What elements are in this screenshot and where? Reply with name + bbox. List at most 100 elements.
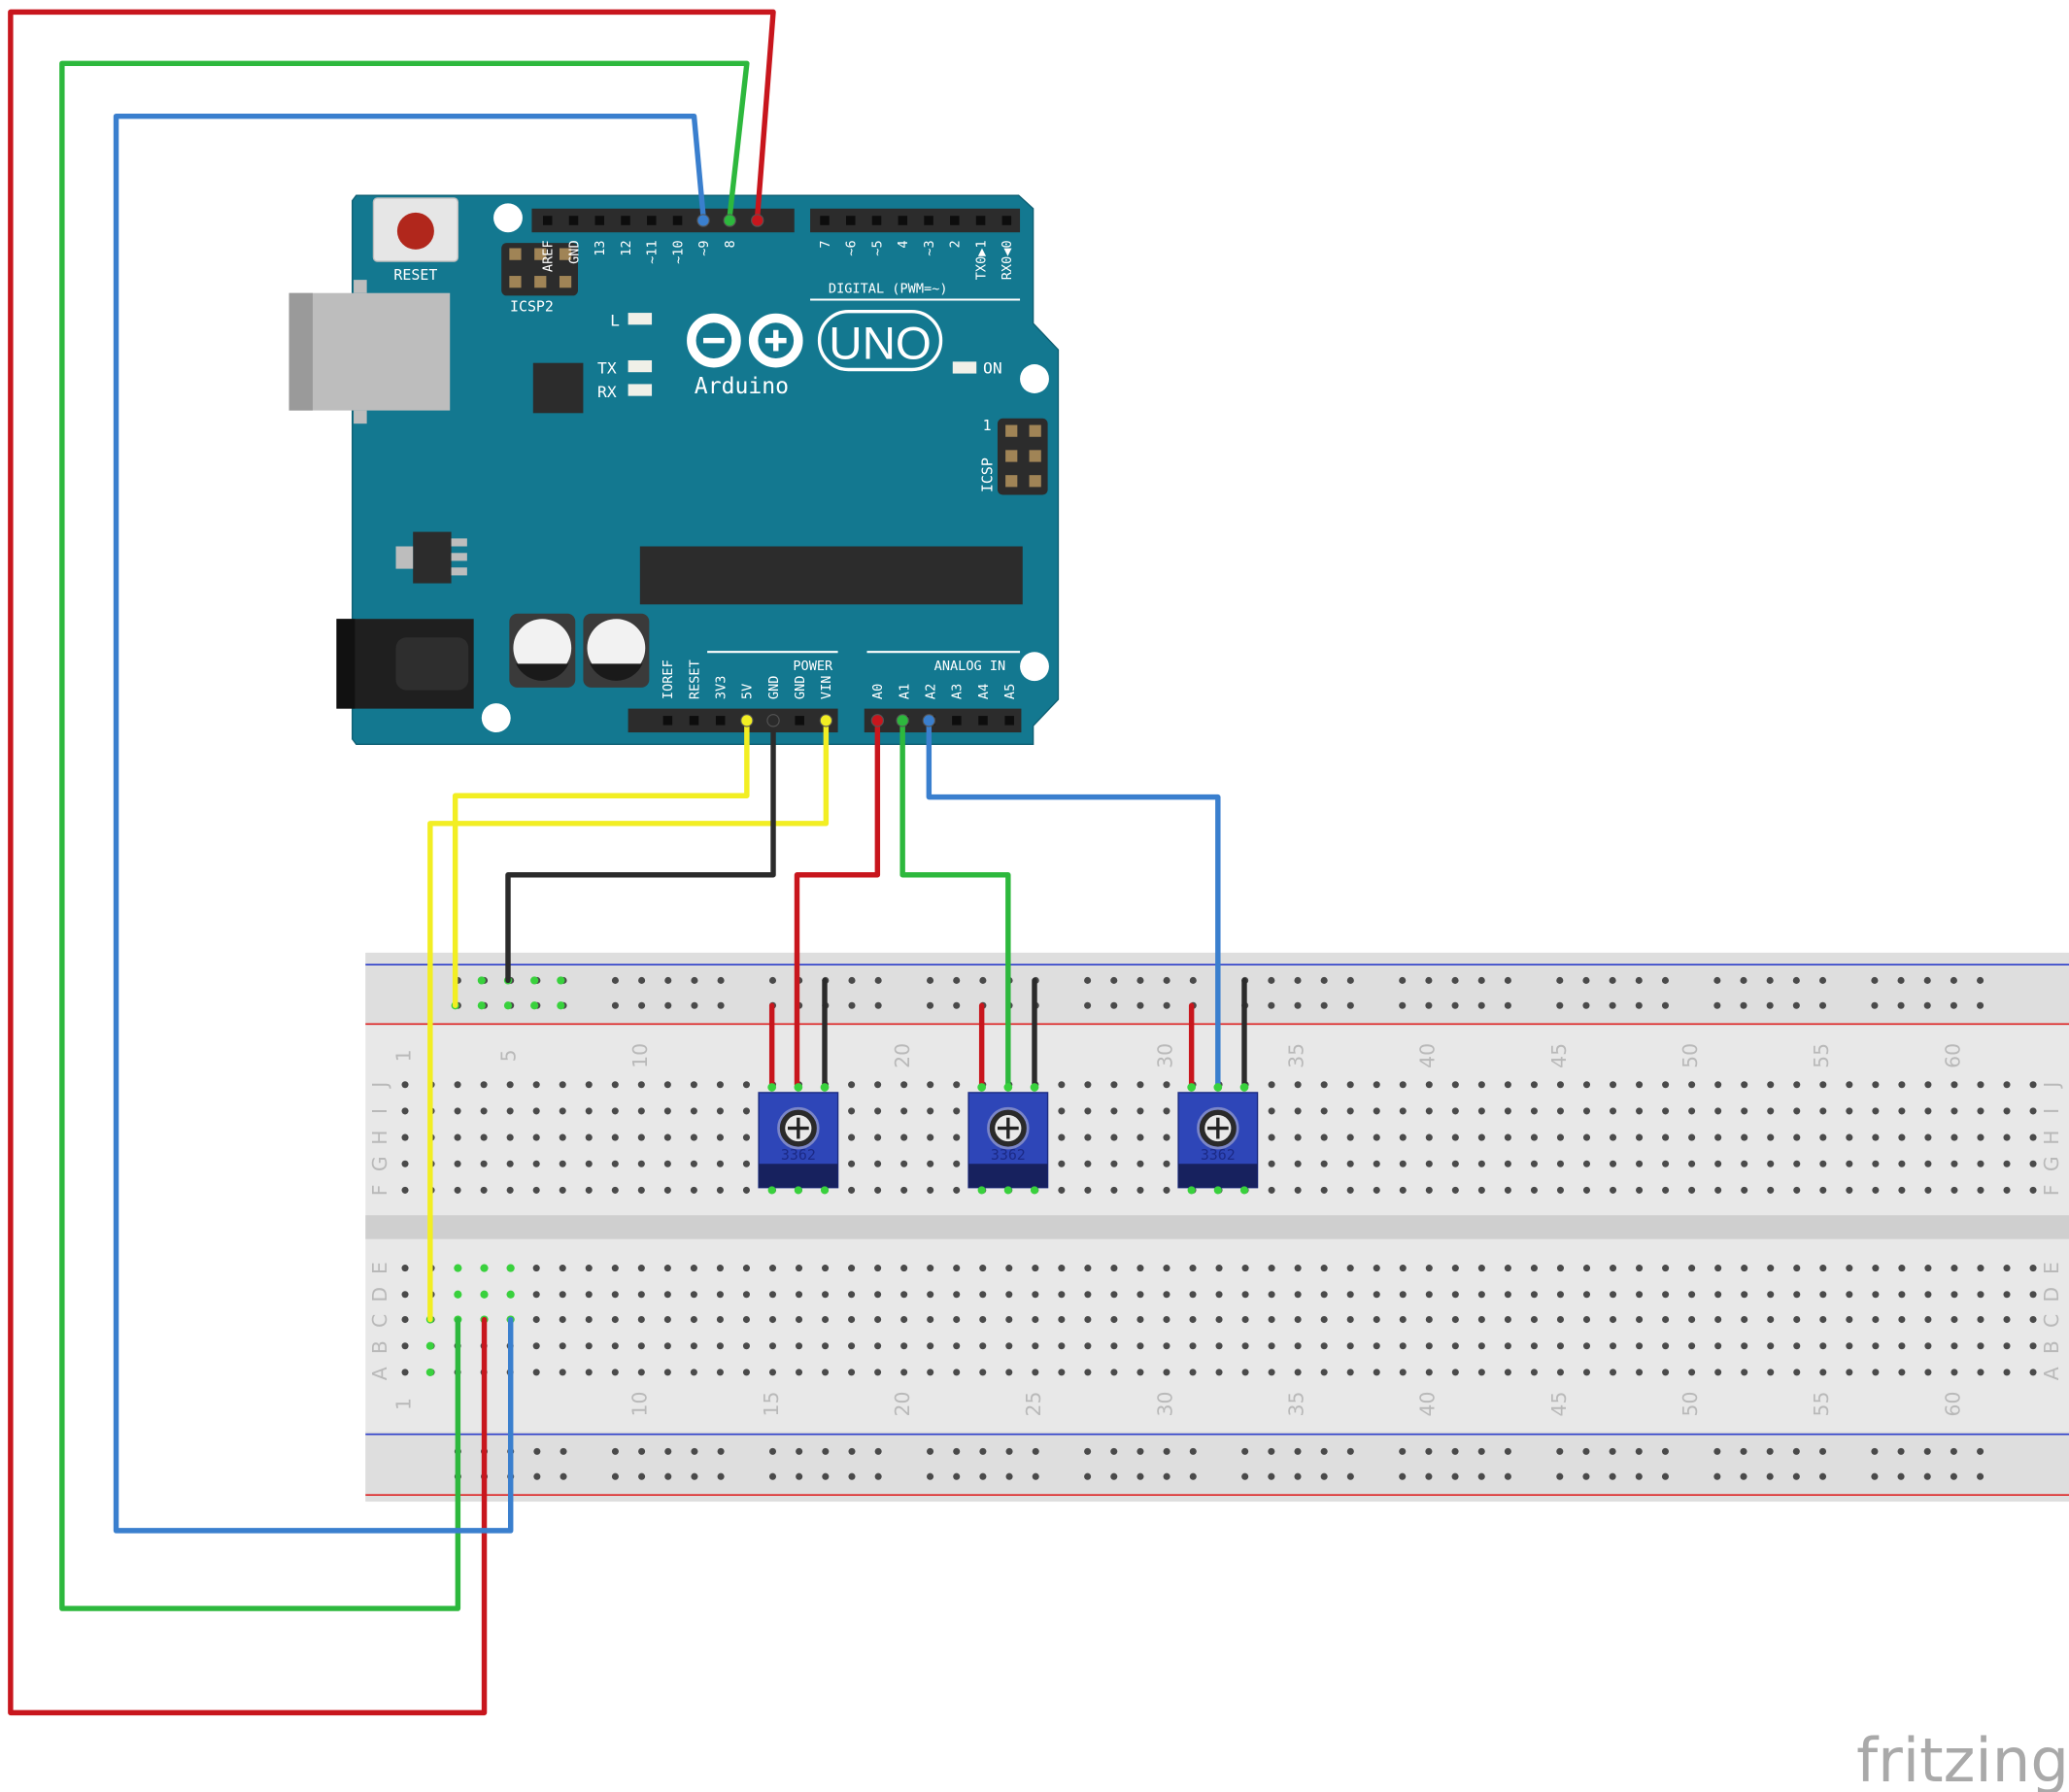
rail-hole[interactable]	[1268, 1001, 1275, 1009]
breadboard-hole[interactable]	[1793, 1160, 1801, 1167]
breadboard-hole[interactable]	[1636, 1316, 1644, 1324]
breadboard-hole[interactable]	[1294, 1107, 1302, 1115]
breadboard-hole[interactable]	[716, 1316, 724, 1324]
breadboard-hole[interactable]	[1058, 1107, 1066, 1115]
rail-hole[interactable]	[1950, 1001, 1957, 1009]
breadboard-hole[interactable]	[1530, 1291, 1538, 1299]
rail-hole[interactable]	[717, 1472, 725, 1480]
breadboard-hole[interactable]	[1110, 1160, 1118, 1167]
breadboard-hole[interactable]	[1451, 1107, 1459, 1115]
breadboard-hole[interactable]	[1504, 1081, 1511, 1089]
breadboard-hole[interactable]	[663, 1186, 671, 1194]
breadboard-hole[interactable]	[1320, 1342, 1328, 1350]
breadboard-hole[interactable]	[1688, 1342, 1696, 1350]
breadboard-hole[interactable]	[1294, 1316, 1302, 1324]
breadboard-hole[interactable]	[506, 1081, 514, 1089]
breadboard-hole[interactable]	[1294, 1160, 1302, 1167]
header-pin[interactable]	[647, 216, 657, 225]
breadboard-hole[interactable]	[1924, 1107, 1932, 1115]
breadboard-hole[interactable]	[1320, 1133, 1328, 1141]
rail-hole[interactable]	[1740, 1472, 1747, 1480]
breadboard-hole[interactable]	[1582, 1316, 1591, 1324]
breadboard-hole[interactable]	[1741, 1107, 1748, 1115]
breadboard-hole[interactable]	[559, 1342, 566, 1350]
rail-hole[interactable]	[611, 1447, 619, 1455]
rail-hole[interactable]	[1399, 1472, 1407, 1480]
breadboard-hole[interactable]	[1846, 1342, 1853, 1350]
breadboard-hole[interactable]	[611, 1133, 619, 1141]
breadboard-hole[interactable]	[1662, 1186, 1670, 1194]
rail-hole[interactable]	[1294, 976, 1302, 984]
breadboard-hole[interactable]	[2003, 1265, 2011, 1272]
breadboard-hole[interactable]	[1609, 1107, 1617, 1115]
breadboard-hole[interactable]	[401, 1133, 409, 1141]
breadboard-hole[interactable]	[1136, 1160, 1144, 1167]
breadboard-hole[interactable]	[1714, 1160, 1722, 1167]
breadboard-hole[interactable]	[559, 1369, 566, 1376]
breadboard-hole[interactable]	[1688, 1265, 1696, 1272]
header-pin[interactable]	[672, 216, 683, 225]
breadboard-hole[interactable]	[1136, 1133, 1144, 1141]
breadboard-hole[interactable]	[1793, 1342, 1801, 1350]
breadboard-hole[interactable]	[1032, 1291, 1039, 1299]
breadboard-hole[interactable]	[1163, 1160, 1170, 1167]
breadboard-hole[interactable]	[1005, 1342, 1013, 1350]
breadboard-hole[interactable]	[1977, 1316, 1984, 1324]
breadboard-hole[interactable]	[1504, 1133, 1511, 1141]
breadboard-hole[interactable]	[2029, 1369, 2037, 1376]
breadboard-hole[interactable]	[2029, 1342, 2037, 1350]
breadboard-hole[interactable]	[822, 1265, 830, 1272]
wire-black-gnd[interactable]	[505, 716, 776, 984]
breadboard-hole[interactable]	[1110, 1081, 1118, 1089]
breadboard-hole[interactable]	[1924, 1133, 1932, 1141]
breadboard-hole[interactable]	[1950, 1291, 1958, 1299]
breadboard-hole[interactable]	[1556, 1369, 1564, 1376]
breadboard-hole[interactable]	[1924, 1291, 1932, 1299]
breadboard-hole[interactable]	[1399, 1369, 1407, 1376]
breadboard-hole[interactable]	[1163, 1081, 1170, 1089]
breadboard-hole[interactable]	[690, 1291, 697, 1299]
breadboard-hole[interactable]	[979, 1291, 987, 1299]
breadboard-hole[interactable]	[953, 1291, 961, 1299]
breadboard-hole[interactable]	[2003, 1081, 2011, 1089]
breadboard-hole[interactable]	[1373, 1316, 1380, 1324]
rail-hole[interactable]	[1871, 1472, 1879, 1480]
rail-hole[interactable]	[1871, 1001, 1879, 1009]
breadboard-hole[interactable]	[1714, 1369, 1722, 1376]
header-pin[interactable]	[924, 216, 933, 225]
breadboard-hole[interactable]	[1872, 1265, 1880, 1272]
rail-hole[interactable]	[1189, 976, 1197, 984]
breadboard-hole[interactable]	[690, 1133, 697, 1141]
breadboard-hole[interactable]	[1767, 1291, 1775, 1299]
breadboard-hole[interactable]	[1058, 1342, 1066, 1350]
breadboard-hole[interactable]	[690, 1342, 697, 1350]
breadboard-hole[interactable]	[768, 1265, 777, 1272]
breadboard-hole[interactable]	[1819, 1160, 1827, 1167]
breadboard-hole[interactable]	[1346, 1265, 1354, 1272]
breadboard-hole[interactable]	[874, 1369, 882, 1376]
rail-hole[interactable]	[1084, 1001, 1092, 1009]
breadboard-hole[interactable]	[1846, 1186, 1853, 1194]
breadboard-hole[interactable]	[559, 1186, 566, 1194]
breadboard-hole[interactable]	[1032, 1265, 1039, 1272]
rail-hole[interactable]	[1818, 1472, 1827, 1480]
breadboard-hole[interactable]	[1504, 1265, 1511, 1272]
rail-hole[interactable]	[1582, 1472, 1590, 1480]
breadboard-hole[interactable]	[690, 1081, 697, 1089]
breadboard-hole[interactable]	[1451, 1369, 1459, 1376]
breadboard-hole[interactable]	[1110, 1369, 1118, 1376]
breadboard-hole[interactable]	[1530, 1160, 1538, 1167]
breadboard-hole[interactable]	[1110, 1107, 1118, 1115]
breadboard-hole[interactable]	[1163, 1342, 1170, 1350]
header-pin[interactable]	[952, 716, 962, 726]
breadboard-hole[interactable]	[874, 1342, 882, 1350]
wire-red-pin9[interactable]	[8, 9, 776, 1716]
breadboard-hole[interactable]	[1215, 1316, 1223, 1324]
breadboard-hole[interactable]	[742, 1316, 750, 1324]
rail-hole[interactable]	[1346, 1001, 1354, 1009]
breadboard-hole[interactable]	[1425, 1316, 1433, 1324]
breadboard-hole[interactable]	[1110, 1133, 1118, 1141]
breadboard-hole[interactable]	[1477, 1081, 1485, 1089]
breadboard-hole[interactable]	[768, 1342, 777, 1350]
breadboard-hole[interactable]	[1609, 1342, 1617, 1350]
